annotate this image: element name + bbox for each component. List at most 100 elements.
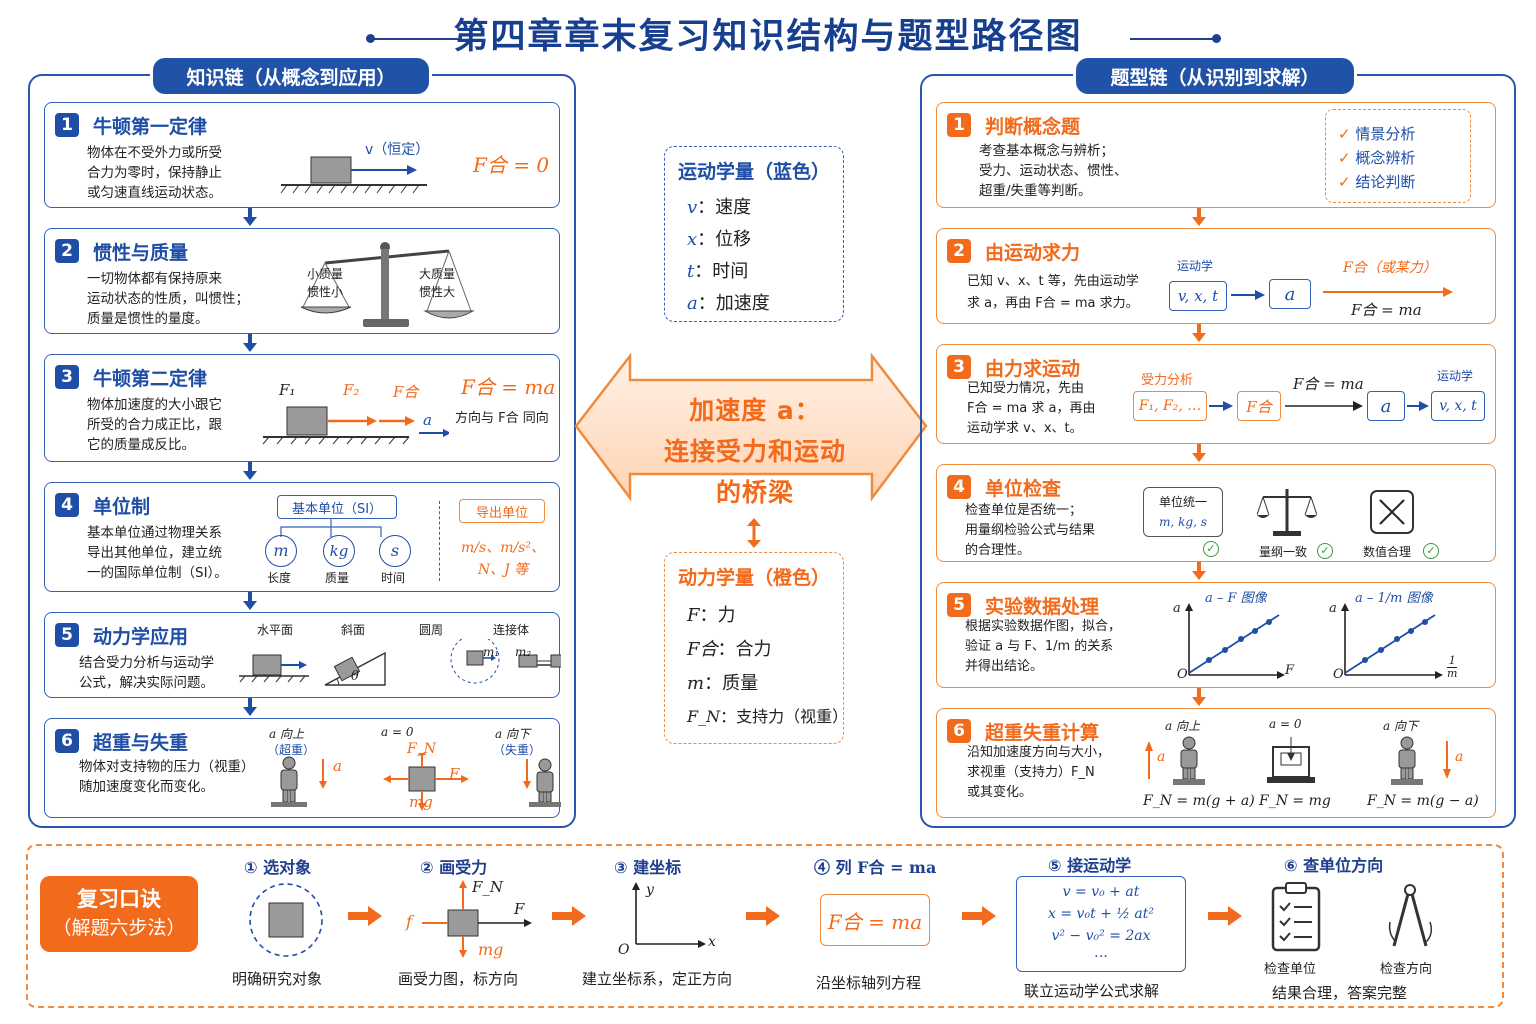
scene-incline-label: 斜面 [341,623,366,637]
card-text-line: 或匀速直线运动状态。 [87,185,222,201]
card-number: 1 [55,113,79,137]
title-dot-left [366,34,375,43]
checklist-box: ✓ 情景分析 ✓ 概念辨析 ✓ 结论判断 [1325,109,1471,203]
forces-box: F₁, F₂, … [1133,391,1207,421]
arrow-right [1407,401,1429,411]
coordinate-axes-icon [632,882,706,948]
scene-circular-label: 圆周 [419,623,444,637]
step-6-caption: 结果合理，答案完整 [1272,984,1408,1002]
card-number: 6 [55,729,79,753]
card-number: 2 [55,239,79,263]
problem-chain-title: 题型链（从识别到求解） [1076,58,1354,94]
card-title: 超重与失重 [93,732,189,754]
dimension-label: 量纲一致 [1259,545,1308,559]
formula-line: v = v₀ + at [1062,884,1140,900]
knowledge-card-4: 4 单位制 基本单位通过物理关系 导出其他单位，建立统 一的国际单位制（SI）。… [44,482,560,592]
review-badge-subtitle: （解题六步法） [52,917,186,939]
accel-zero-label: a = 0 [1269,717,1302,731]
card-text-line: 沿知加速度方向与大小， [967,745,1111,760]
derived-unit-box: 导出单位 [459,499,545,523]
card-text-line: 用量纲检验公式与结果 [965,523,1096,538]
overweight-tag: （超重） [267,743,316,757]
check-icon: ✓ [1423,543,1439,559]
card-text-line: F合 = ma 求 a，再由 [967,401,1096,416]
card-title: 动力学应用 [93,626,189,648]
direction-note: 方向与 F合 同向 [455,411,549,426]
unit-meter: m [265,535,297,567]
card-text-line: 的合理性。 [965,543,1031,558]
bridge-double-arrow [574,352,928,502]
vertical-double-arrow [747,518,761,548]
knowledge-card-1: 1 牛顿第一定律 物体在不受外力或所受 合力为零时，保持静止 或匀速直线运动状态… [44,102,560,208]
big-inertia-label: 惯性大 [419,285,456,299]
card-text-line: 物体对支持物的压力（视重） [79,759,255,775]
unit-connector-lines [280,519,382,537]
application-scenes-diagram [239,639,561,686]
card-title: 由力求运动 [985,358,1081,380]
checklist-item: ✓ 结论判断 [1338,173,1416,191]
card-title: 单位制 [93,496,151,518]
problem-card-3: 3 由力求运动 已知受力情况，先由 F合 = ma 求 a，再由 运动学求 v、… [936,344,1496,444]
acceleration-box: a [1367,391,1405,421]
small-inertia-label: 惯性小 [307,285,344,299]
incline-angle-label: θ [351,669,359,684]
accel-down-label: a 向下 [495,727,530,741]
card-text-line: 求 a，再由 F合 = ma 求力。 [967,296,1139,311]
arrow-right [1209,401,1233,411]
title-line-left [372,38,458,40]
knowledge-chain-title: 知识链（从概念到应用） [153,58,429,94]
checklist-item: ✓ 概念辨析 [1338,149,1416,167]
equation-label: F合 = ma [1351,301,1422,319]
card-number: 5 [55,623,79,647]
card-number: 3 [55,365,79,389]
step-6-title: ⑥ 查单位方向 [1284,856,1384,875]
balance-scale-icon [300,242,475,327]
second-law-equation: F合 = ma [461,375,556,399]
card-number: 5 [947,593,971,617]
velocity-label: v（恒定） [365,142,430,158]
card-text-line: 导出其他单位，建立统 [87,545,222,561]
card-text-line: 运动学求 v、x、t。 [967,421,1083,436]
step-3-caption: 建立坐标系，定正方向 [582,970,733,988]
problem-card-1: 1 判断概念题 考查基本概念与辨析； 受力、运动状态、惯性、 超重/失重等判断。… [936,102,1496,208]
kinematics-legend-title: 运动学量（蓝色） [677,161,830,183]
step-4-caption: 沿坐标轴列方程 [816,974,922,992]
arrow-right-long [1285,401,1363,411]
formula-line: x = v₀t + ½ at² [1048,906,1154,922]
review-steps-panel [26,844,1504,1008]
scene-horizontal-label: 水平面 [257,623,294,637]
dynamics-legend: 动力学量（橙色） F：力 F合：合力 m：质量 F_N：支持力（视重） [664,552,848,744]
scene-connected-label: 连接体 [493,623,530,637]
card-title: 判断概念题 [985,116,1081,138]
equation-normal: F_N = mg [1259,793,1331,809]
step-arrow [552,906,586,926]
step-2-caption: 画受力图，标方向 [398,970,519,988]
card-text-line: 验证 a 与 F、1/m 的关系 [965,639,1114,654]
axis-inv-m-label: 1 m [1447,654,1458,680]
kinematics-label: 运动学 [1177,259,1214,273]
unit-length-label: 长度 [267,571,292,585]
card-text-line: 考查基本概念与辨析； [979,143,1114,159]
knowledge-card-2: 2 惯性与质量 一切物体都有保持原来 运动状态的性质，叫惯性； 质量是惯性的量度… [44,228,560,334]
force-analysis-label: 受力分析 [1141,373,1194,388]
card-text-line: 运动状态的性质，叫惯性； [87,291,249,307]
card-text-line: 已知受力情况，先由 [967,381,1085,396]
card-text-line: 检查单位是否统一； [965,503,1083,518]
legend-row: F：力 [687,605,736,626]
card-text-line: 所受的合力成正比，跟 [87,417,222,433]
friction-label: f [406,912,412,931]
card-text-line: 物体加速度的大小跟它 [87,397,222,413]
force-label: F [449,765,460,783]
equation-label: F合 = ma [1293,375,1364,393]
kinematics-formula-box: v = v₀ + at x = v₀t + ½ at² v² − v₀² = 2… [1016,876,1186,972]
card-text-line: 根据实验数据作图，拟合， [965,619,1122,634]
net-force-label: F合（或某力） [1343,260,1437,276]
scale-figures-diagram [1145,736,1451,785]
net-force-label: F合 [393,383,419,401]
formula-line: v² − v₀² = 2ax [1051,928,1151,944]
problem-card-2: 2 由运动求力 已知 v、x、t 等，先由运动学 求 a，再由 F合 = ma … [936,228,1496,324]
experiment-graphs [1185,603,1443,679]
card-text-line: 结合受力分析与运动学 [79,655,214,671]
card-text-line: 或其变化。 [967,785,1033,800]
knowledge-card-3: 3 牛顿第二定律 物体加速度的大小跟它 所受的合力成正比，跟 它的质量成反比。 … [44,354,560,462]
